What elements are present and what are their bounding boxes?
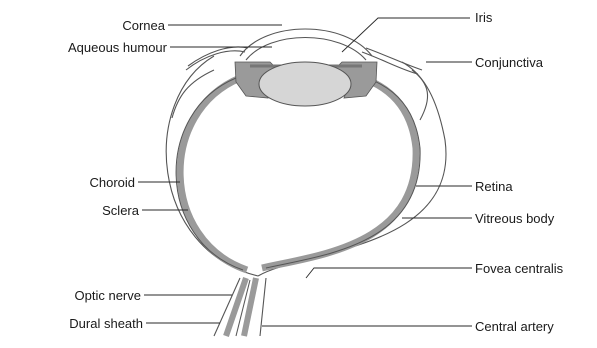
label-choroid: Choroid [89, 175, 135, 190]
label-retina: Retina [475, 179, 513, 194]
label-optic-nerve: Optic nerve [75, 288, 141, 303]
label-central-artery: Central artery [475, 319, 554, 334]
label-cornea: Cornea [122, 18, 165, 33]
label-vitreous-body: Vitreous body [475, 211, 555, 226]
label-aqueous-humour: Aqueous humour [68, 40, 168, 55]
label-sclera: Sclera [102, 203, 140, 218]
cornea-inner [246, 38, 366, 61]
label-iris: Iris [475, 10, 493, 25]
lens [259, 62, 351, 106]
label-dural-sheath: Dural sheath [69, 316, 143, 331]
label-fovea-centralis: Fovea centralis [475, 261, 564, 276]
label-conjunctiva: Conjunctiva [475, 55, 544, 70]
optic-nerve-bundle [214, 278, 266, 336]
